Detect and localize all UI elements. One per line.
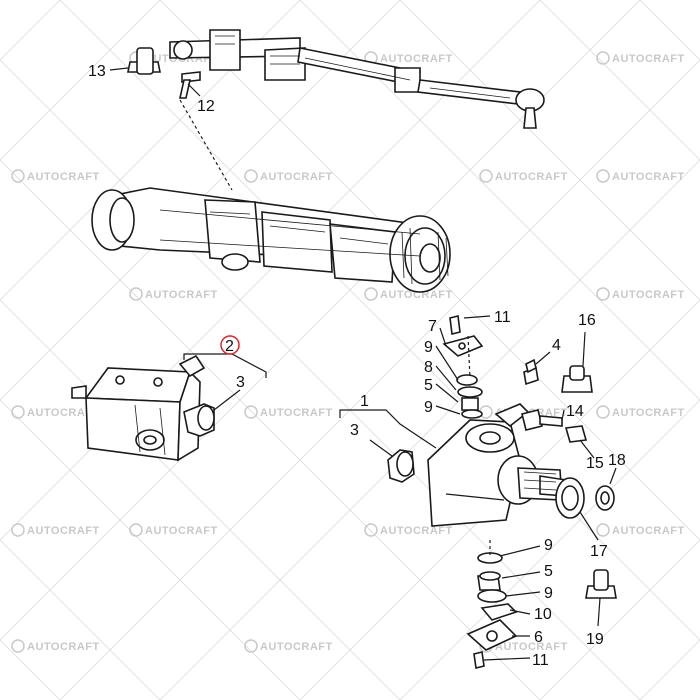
callout-5-bottom: 5 [544, 563, 553, 580]
callout-18: 18 [608, 452, 626, 469]
part-13-bushing [109, 47, 161, 75]
callout-9-b: 9 [424, 399, 433, 416]
svg-text:AUTOCRAFT: AUTOCRAFT [260, 641, 333, 653]
watermark: AUTOCRAFT [596, 287, 685, 301]
svg-text:AUTOCRAFT: AUTOCRAFT [612, 525, 685, 537]
watermark: AUTOCRAFT [244, 639, 333, 653]
tie-rod-assembly [169, 29, 545, 129]
svg-text:AUTOCRAFT: AUTOCRAFT [260, 407, 333, 419]
svg-text:AUTOCRAFT: AUTOCRAFT [27, 525, 100, 537]
callout-9-d: 9 [544, 585, 553, 602]
callout-15: 15 [586, 455, 604, 472]
watermark: AUTOCRAFT [596, 51, 685, 65]
lower-kingpin-stack [466, 540, 518, 669]
part-14-bolt [521, 409, 565, 431]
callout-9-c: 9 [544, 537, 553, 554]
watermark: AUTOCRAFT [244, 169, 333, 183]
svg-text:AUTOCRAFT: AUTOCRAFT [260, 171, 333, 183]
watermark: AUTOCRAFT [129, 287, 218, 301]
svg-text:AUTOCRAFT: AUTOCRAFT [27, 641, 100, 653]
callout-11-bottom: 11 [532, 652, 549, 669]
callout-11-top: 11 [494, 309, 511, 326]
watermark: AUTOCRAFT [11, 523, 100, 537]
watermark: AUTOCRAFT [129, 523, 218, 537]
callout-1: 1 [360, 393, 369, 410]
svg-text:AUTOCRAFT: AUTOCRAFT [612, 289, 685, 301]
svg-text:AUTOCRAFT: AUTOCRAFT [145, 525, 218, 537]
watermark-layer: AUTOCRAFT AUTOCRAFT AUTOCRAFT AUTOCRAFT … [11, 51, 685, 653]
callout-9-a: 9 [424, 339, 433, 356]
callout-7: 7 [428, 318, 437, 335]
svg-text:AUTOCRAFT: AUTOCRAFT [495, 641, 568, 653]
watermark: AUTOCRAFT [596, 169, 685, 183]
part-12-bolt [179, 71, 233, 191]
leader-lines [435, 315, 541, 661]
svg-text:AUTOCRAFT: AUTOCRAFT [495, 171, 568, 183]
watermark: AUTOCRAFT [596, 405, 685, 419]
callout-3-left: 3 [236, 374, 245, 391]
svg-text:AUTOCRAFT: AUTOCRAFT [612, 171, 685, 183]
part-19-dust-cap [585, 569, 617, 627]
svg-text:AUTOCRAFT: AUTOCRAFT [27, 407, 100, 419]
part-15-nut [564, 425, 595, 459]
callout-13: 13 [88, 63, 106, 80]
callout-2: 2 [225, 338, 234, 355]
watermark: AUTOCRAFT [364, 287, 453, 301]
watermark: AUTOCRAFT [596, 523, 685, 537]
callout-labels: 13 12 2 3 1 3 7 11 9 8 5 9 4 16 14 15 18… [88, 63, 626, 669]
part-2-trunnion-housing [71, 354, 206, 462]
callout-3-right: 3 [350, 422, 359, 439]
watermark: AUTOCRAFT [244, 405, 333, 419]
watermark: AUTOCRAFT [364, 523, 453, 537]
part-3-bush-left [183, 389, 241, 437]
callout-6: 6 [534, 629, 543, 646]
callout-8: 8 [424, 359, 433, 376]
watermark: AUTOCRAFT [11, 639, 100, 653]
callout-16: 16 [578, 312, 596, 329]
svg-text:AUTOCRAFT: AUTOCRAFT [145, 289, 218, 301]
part-1-steering-knuckle [427, 403, 567, 527]
svg-text:AUTOCRAFT: AUTOCRAFT [612, 53, 685, 65]
callout-10: 10 [534, 606, 552, 623]
upper-kingpin-stack [442, 315, 484, 419]
svg-text:AUTOCRAFT: AUTOCRAFT [612, 407, 685, 419]
watermark: AUTOCRAFT [479, 169, 568, 183]
callout-4: 4 [552, 337, 561, 354]
svg-text:AUTOCRAFT: AUTOCRAFT [380, 289, 453, 301]
svg-text:AUTOCRAFT: AUTOCRAFT [27, 171, 100, 183]
callout-5-top: 5 [424, 377, 433, 394]
callout-12: 12 [197, 98, 215, 115]
svg-text:AUTOCRAFT: AUTOCRAFT [380, 525, 453, 537]
part-16-dust-cap [561, 331, 593, 393]
callout-19: 19 [586, 631, 604, 648]
part-3-bush-right [369, 439, 415, 483]
part-18-washer [595, 467, 617, 511]
axle-housing [91, 187, 451, 293]
svg-text:AUTOCRAFT: AUTOCRAFT [380, 53, 453, 65]
watermark: AUTOCRAFT [11, 169, 100, 183]
watermark: AUTOCRAFT [11, 405, 100, 419]
part-17-hub-nut [555, 477, 599, 541]
callout-14: 14 [566, 403, 584, 420]
callout-bracket-1 [339, 409, 437, 449]
callout-17: 17 [590, 543, 608, 560]
part-4-grease-nipple [523, 351, 551, 386]
callout-2-highlight-ring [220, 335, 240, 355]
